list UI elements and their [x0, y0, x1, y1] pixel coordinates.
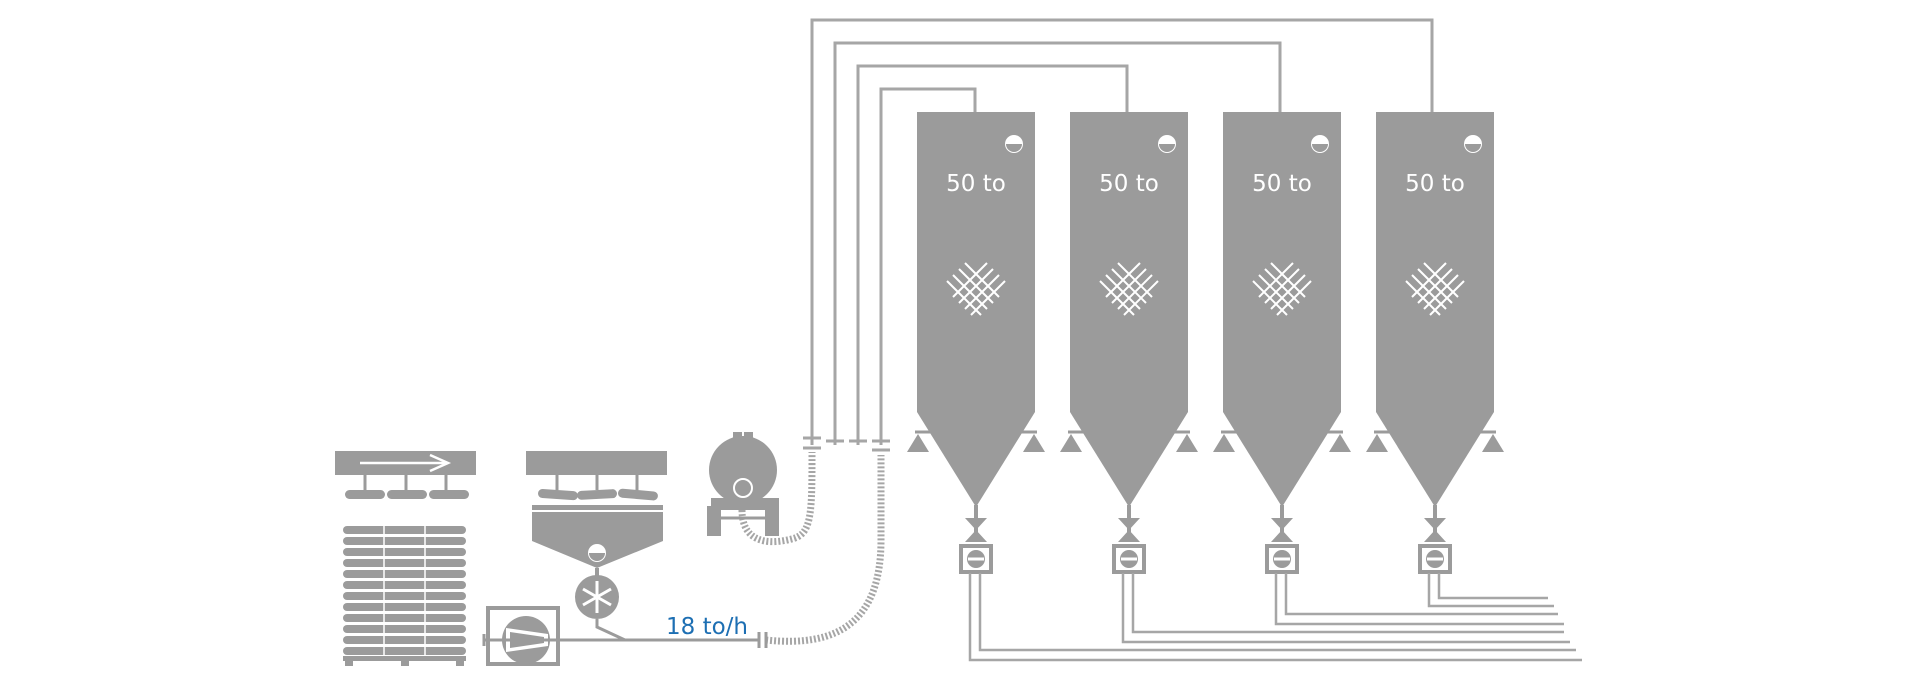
discharge-lines: [968, 573, 1582, 662]
fill-lines: [803, 18, 1434, 452]
truck-hose: [738, 451, 816, 546]
conveying-rate-label: 18 to/h: [666, 614, 748, 640]
silo-4-capacity: 50 to: [1405, 171, 1465, 197]
bag-emptying-station: [526, 451, 667, 642]
silo-3: 50 to: [1211, 110, 1353, 574]
silo-2: 50 to: [1058, 110, 1200, 574]
tank-truck-icon: [707, 432, 779, 536]
rotary-valve-icon: [575, 575, 619, 619]
silo-4: 50 to: [1364, 110, 1506, 574]
conveying-hose: [765, 455, 885, 645]
bag-conveyor-icon: [335, 451, 476, 499]
silo-3-capacity: 50 to: [1252, 171, 1312, 197]
silo-1: 50 to: [905, 110, 1047, 574]
silo-1-capacity: 50 to: [946, 171, 1006, 197]
silo-2-capacity: 50 to: [1099, 171, 1159, 197]
blower-icon: [486, 606, 560, 666]
bag-stack-icon: [343, 526, 466, 666]
conveying-line: [482, 632, 768, 648]
bag-pallet: [335, 451, 476, 666]
